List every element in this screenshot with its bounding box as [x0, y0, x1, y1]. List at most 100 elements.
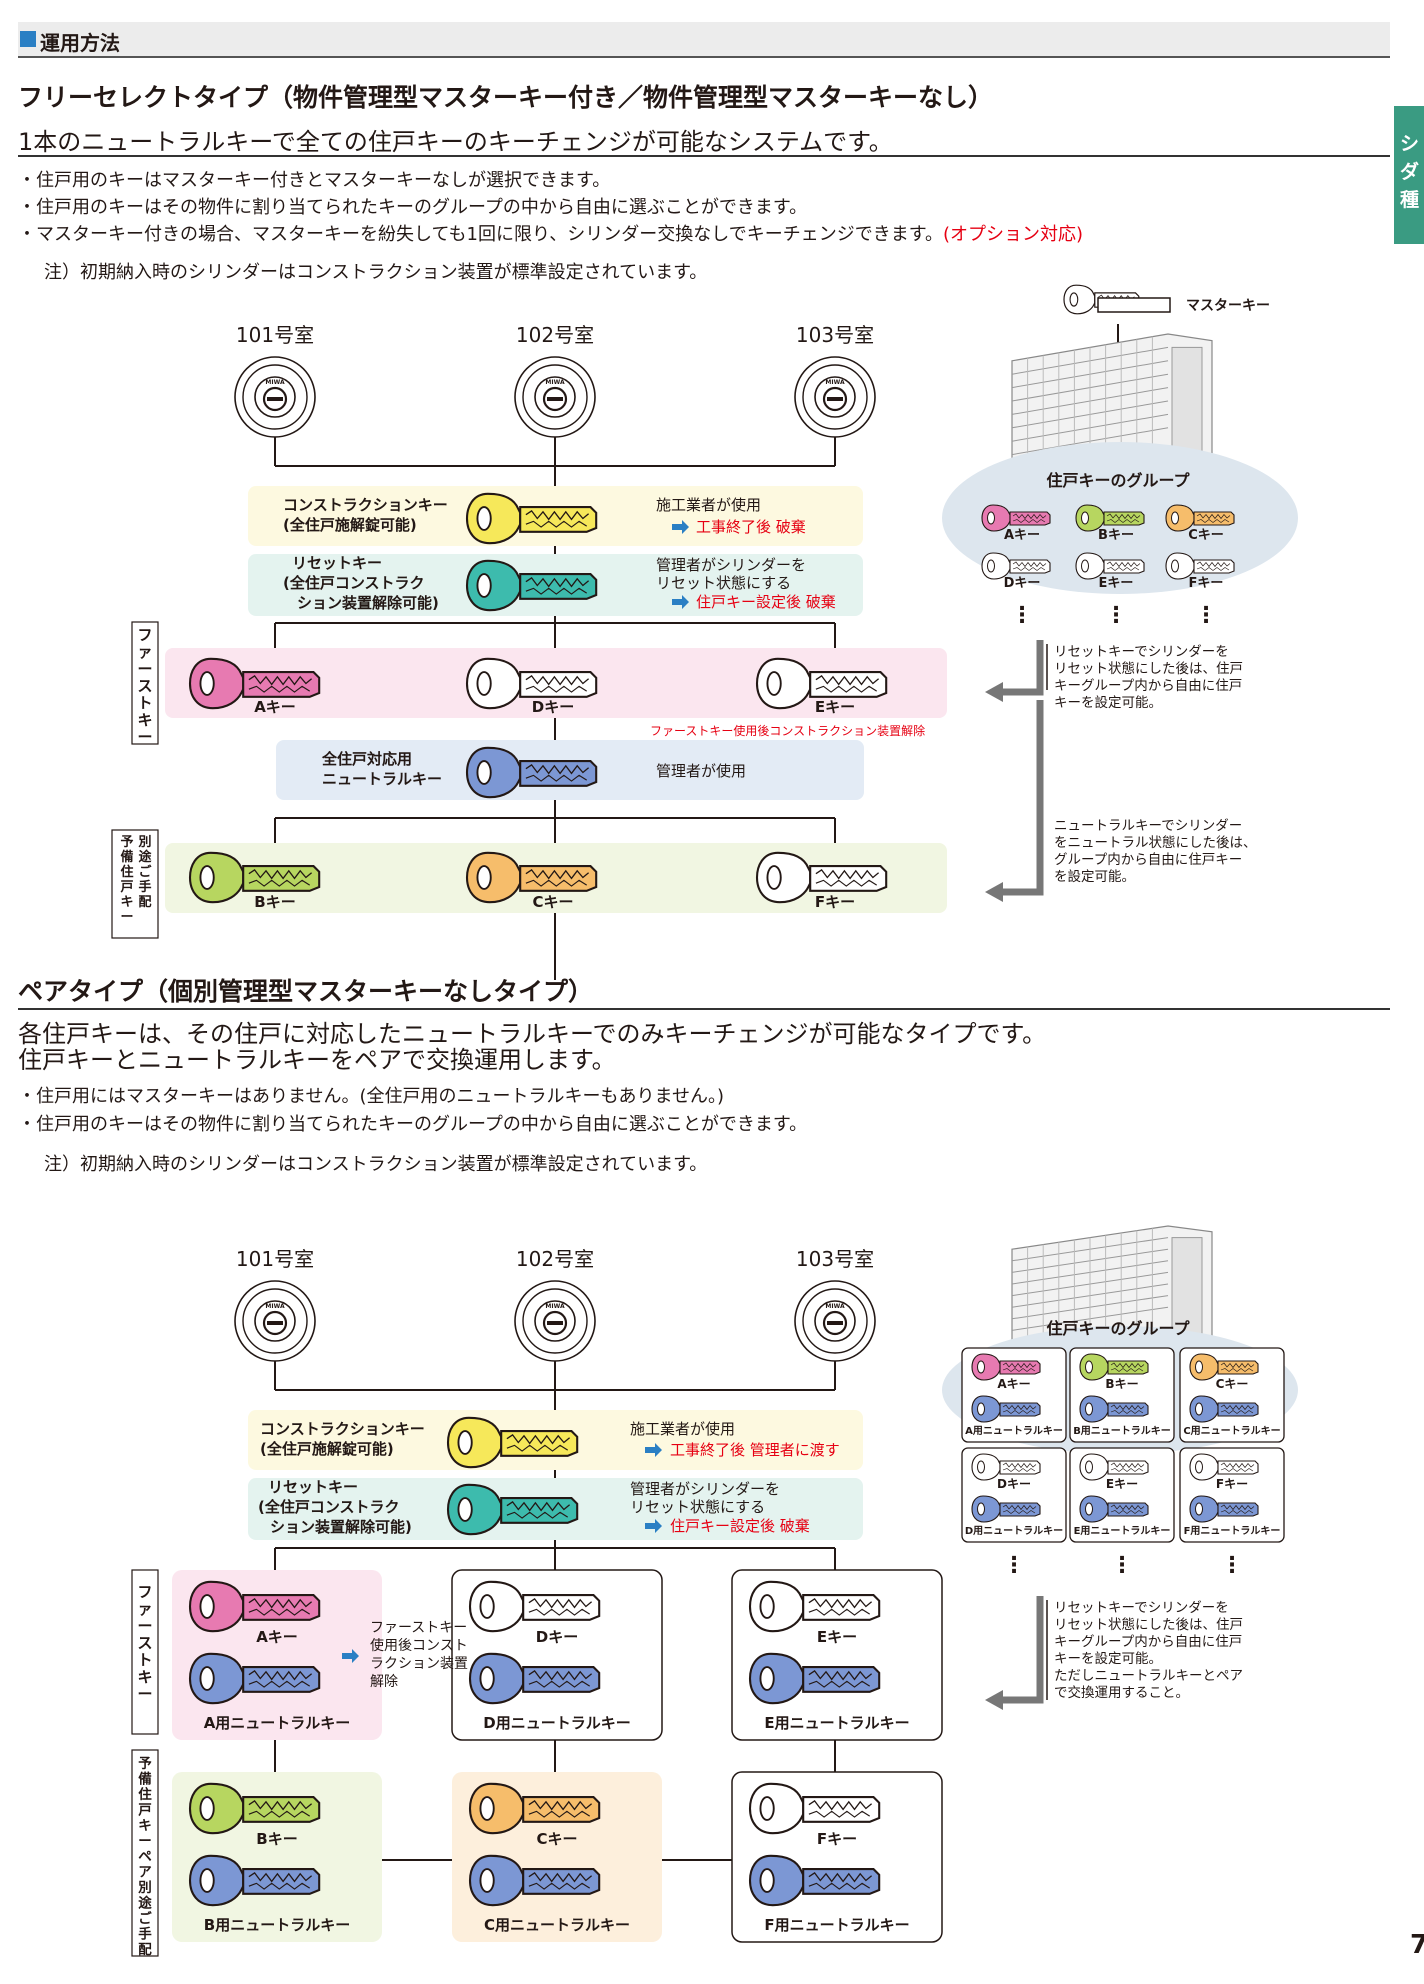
- building-body: [1012, 334, 1212, 468]
- group-neutral-key-icon: [1189, 1495, 1259, 1523]
- group-key-icon: [1075, 552, 1145, 580]
- a-neutral-key-icon: [188, 1652, 321, 1705]
- key-hole: [476, 865, 492, 890]
- key-cut: [1196, 561, 1231, 568]
- key-cut: [808, 1799, 873, 1811]
- vertical-char: ー: [137, 1685, 152, 1703]
- key-cut: [525, 587, 588, 595]
- key-cut: [1110, 1468, 1144, 1472]
- key-cut: [1106, 513, 1141, 520]
- key-head: [1189, 1495, 1219, 1523]
- group-key-icon: [981, 504, 1051, 532]
- gray-arrow-head: [985, 682, 1003, 702]
- label: Fキー: [817, 1830, 857, 1848]
- key-cut: [525, 520, 588, 528]
- key-cut: [248, 879, 311, 887]
- group-key-label: Aキー: [997, 1377, 1030, 1391]
- key-cut: [815, 685, 878, 693]
- b-neutral-key-icon: [188, 1854, 321, 1907]
- vertical-char: キ: [137, 711, 152, 729]
- cylinder-brand: MIWA: [265, 379, 285, 386]
- key-hole: [479, 1594, 495, 1619]
- key-head: [1189, 1353, 1219, 1381]
- vertical-char: ー: [137, 728, 152, 746]
- key-cut: [1110, 1362, 1145, 1369]
- vertical-char: ー: [137, 660, 152, 678]
- key-cut: [528, 1680, 591, 1688]
- group-key-label: Cキー: [1216, 1377, 1249, 1391]
- neutral-arrow: [999, 700, 1044, 896]
- key-cut: [525, 763, 590, 775]
- page-number: 7: [1410, 1930, 1424, 1960]
- key-cut: [1220, 1368, 1254, 1372]
- group-key-icon: [1165, 504, 1235, 532]
- group-key-label: Fキー: [1216, 1477, 1248, 1491]
- key-hole: [1195, 1502, 1203, 1516]
- key-cut: [248, 1882, 311, 1890]
- vertical-char: 別: [137, 835, 151, 850]
- key-head: [446, 1416, 503, 1469]
- key-cut: [248, 1680, 311, 1688]
- group-neutral-key-icon: [971, 1395, 1041, 1423]
- key-head: [1079, 1353, 1109, 1381]
- cylinder-brand: MIWA: [545, 1303, 565, 1310]
- vertical-char: ペ: [138, 1849, 152, 1865]
- key-head: [748, 1580, 805, 1633]
- key-hole: [476, 573, 492, 598]
- key-cut: [1110, 1462, 1145, 1469]
- neutral-explanation-line: をニュートラル状態にした後は、: [1054, 835, 1257, 851]
- key-head: [1165, 552, 1195, 580]
- key-cut: [1220, 1504, 1255, 1511]
- arrow-icon: [645, 1519, 662, 1533]
- room-label: 102号室: [516, 1247, 594, 1271]
- reset-explanation-line: で交換運用すること。: [1054, 1684, 1189, 1701]
- gray-arrow-head: [985, 882, 1003, 902]
- vertical-char: 配: [138, 895, 151, 910]
- section2-bullet-1: ・住戸用にはマスターキーはありません。(全住戸用のニュートラルキーもありません。…: [18, 1086, 724, 1107]
- label: A用ニュートラルキー: [204, 1714, 351, 1732]
- reset-explanation-line: リセット状態にした後は、住戸: [1054, 1617, 1243, 1633]
- key-cut: [808, 1882, 871, 1890]
- label: ション装置解除可能): [270, 1518, 412, 1536]
- key-cut: [1106, 567, 1140, 571]
- group-key-icon: [1189, 1453, 1259, 1481]
- vertical-char: 戸: [120, 880, 133, 895]
- spare-side-box-2: [131, 1749, 159, 1957]
- neutral-key-icon: [465, 746, 598, 799]
- first-key-side-label-2: ファーストキー: [137, 1583, 152, 1703]
- reset-explanation-line: キーを設定可能。: [1054, 695, 1162, 711]
- cylinder-brand: MIWA: [265, 1303, 285, 1310]
- first-key-note-line: ラクション装置: [370, 1656, 468, 1672]
- key-cut: [528, 1669, 593, 1681]
- master-key-blade: [1097, 297, 1171, 313]
- key-cut: [1012, 561, 1047, 568]
- key-head: [465, 492, 522, 545]
- section2-note: 注）初期納入時のシリンダーはコンストラクション装置が標準設定されています。: [44, 1154, 708, 1175]
- e-neutral-key-icon: [748, 1652, 881, 1705]
- vertical-char: キ: [120, 895, 133, 910]
- c-key-icon: [465, 851, 598, 904]
- group-neutral-key-icon: [1079, 1495, 1149, 1523]
- key-hole: [1195, 1460, 1203, 1474]
- b-key-icon: [188, 851, 321, 904]
- group-key-label: Dキー: [1004, 576, 1041, 591]
- door-cylinder: MIWA: [794, 1280, 876, 1362]
- key-cut: [506, 1511, 569, 1519]
- key-cut: [808, 1669, 873, 1681]
- key-head: [468, 1782, 525, 1835]
- key-head: [1063, 284, 1096, 315]
- key-cut: [528, 1597, 593, 1609]
- label: Cキー: [536, 1830, 577, 1848]
- vertical-char: ご: [138, 864, 152, 880]
- key-cut: [248, 685, 311, 693]
- key-hole: [479, 1868, 495, 1893]
- reset-explanation-line: ただしニュートラルキーとペア: [1054, 1668, 1243, 1684]
- vertical-char: ト: [137, 694, 152, 712]
- more-dots: ⋮: [1195, 603, 1217, 628]
- key-cut: [1002, 1410, 1036, 1414]
- key-hole: [1085, 1502, 1093, 1516]
- reset-key-icon: [446, 1483, 579, 1536]
- cylinder-brand: MIWA: [825, 1303, 845, 1310]
